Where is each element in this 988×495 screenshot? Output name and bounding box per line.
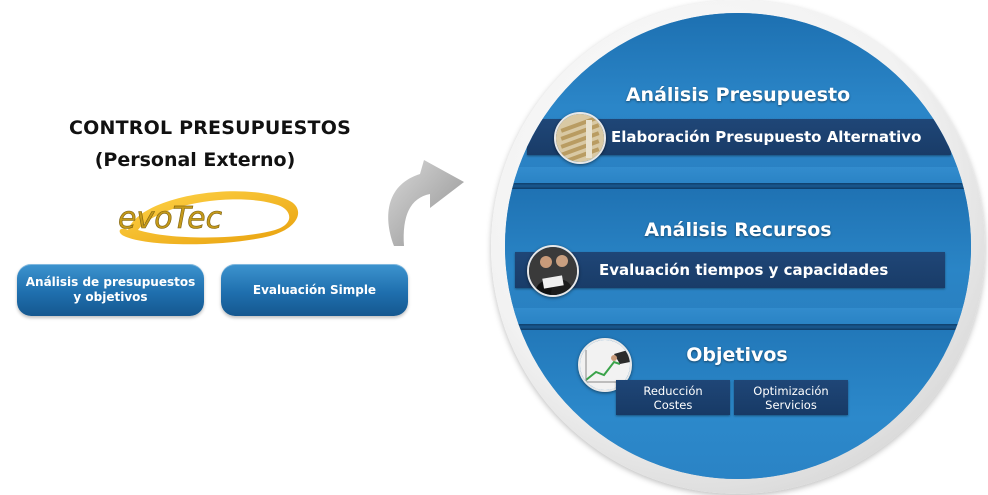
service-optimization-box: Optimización Servicios xyxy=(734,380,848,415)
documents-stack-icon xyxy=(554,112,606,164)
item-label: Costes xyxy=(653,397,693,412)
main-subtitle: (Personal Externo) xyxy=(94,149,296,171)
simple-evaluation-button[interactable]: Evaluación Simple xyxy=(221,264,408,316)
section-title-objectives: Objetivos xyxy=(686,344,788,366)
growth-chart-hand-icon xyxy=(578,338,632,392)
band-divider xyxy=(505,183,971,189)
item-label: Reducción xyxy=(643,383,703,398)
band-highlight xyxy=(505,167,971,183)
band-divider xyxy=(505,324,971,330)
button-label: Análisis de presupuestos xyxy=(25,275,196,289)
band-highlight xyxy=(505,308,971,324)
time-capacity-bar: Evaluación tiempos y capacidades xyxy=(515,252,945,288)
item-label: Servicios xyxy=(765,397,817,412)
process-circle: Análisis Presupuesto Elaboración Presupu… xyxy=(505,13,971,479)
bar-label: Evaluación tiempos y capacidades xyxy=(599,261,889,279)
business-people-icon xyxy=(527,245,579,297)
curved-arrow-icon xyxy=(388,160,464,246)
item-label: Optimización xyxy=(753,383,829,398)
button-label: y objetivos xyxy=(73,290,148,304)
svg-text:evoTec: evoTec xyxy=(118,201,223,236)
section-title-resources: Análisis Recursos xyxy=(644,219,832,241)
main-title: CONTROL PRESUPUESTOS xyxy=(69,117,351,139)
evotec-logo: evoTec xyxy=(118,191,299,245)
section-title-budget: Análisis Presupuesto xyxy=(625,84,851,106)
bar-label: Elaboración Presupuesto Alternativo xyxy=(611,128,922,146)
analysis-budgets-button[interactable]: Análisis de presupuestos y objetivos xyxy=(17,264,204,316)
button-label: Evaluación Simple xyxy=(252,282,377,297)
cost-reduction-box: Reducción Costes xyxy=(616,380,730,415)
